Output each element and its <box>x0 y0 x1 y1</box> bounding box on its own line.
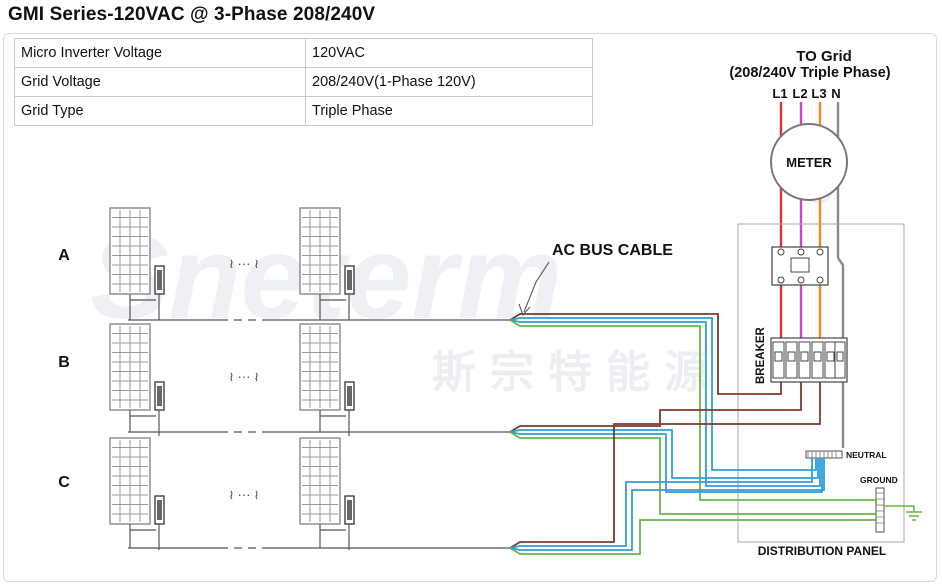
spec-label: Micro Inverter Voltage <box>14 38 306 68</box>
spec-value: Triple Phase <box>305 96 593 126</box>
bus-wire <box>509 547 600 555</box>
trunk-a-l1 <box>690 313 782 395</box>
row-ellipsis: ≀ ··· ≀ <box>229 487 259 502</box>
solar-array <box>109 207 355 550</box>
bus-wire <box>509 319 690 323</box>
trunk-c-l3 <box>600 382 821 543</box>
trunk-c-neutral-2 <box>600 458 825 551</box>
ac-bus-runs <box>128 319 510 549</box>
ground-bar-ticks <box>876 492 884 524</box>
bus-wire <box>509 313 690 321</box>
neutral-drop <box>837 257 845 448</box>
spec-label: Grid Type <box>14 96 306 126</box>
distribution-label: DISTRIBUTION PANEL <box>758 544 886 558</box>
trunk-c-neutral <box>600 458 813 547</box>
solar-panel <box>109 437 165 550</box>
trunk-a-neutral <box>690 317 817 471</box>
trunk-b-ground <box>640 437 877 515</box>
breaker-label: BREAKER <box>755 326 767 384</box>
bus-wire <box>509 319 690 327</box>
grid-line-label: L2 <box>792 86 807 101</box>
grid-line-label: L1 <box>772 86 787 101</box>
trunk-b-l2 <box>640 382 802 427</box>
spec-value: 120VAC <box>305 38 593 68</box>
trunk-a-ground <box>690 325 877 506</box>
main-switch-terminals <box>777 248 824 284</box>
bus-wire <box>509 317 690 321</box>
bus-wire <box>509 545 600 549</box>
diagram-frame <box>3 33 937 582</box>
bus-cable-pointer <box>523 261 550 313</box>
watermark-chinese: 斯宗特能源 <box>432 347 722 397</box>
diagram-title: GMI Series-120VAC @ 3-Phase 208/240V <box>8 4 376 25</box>
trunk-b-neutral <box>640 429 819 479</box>
ground-symbol <box>884 505 922 521</box>
main-switch-handle <box>790 257 810 273</box>
distribution-panel <box>737 223 905 543</box>
bus-wiring <box>509 313 877 555</box>
row-label: C <box>58 474 70 491</box>
breaker <box>770 337 848 383</box>
row-label: B <box>58 354 70 371</box>
bus-wire <box>509 431 640 435</box>
ground-bar <box>875 487 885 533</box>
ground-label: GROUND <box>860 475 898 485</box>
row-label: A <box>58 247 70 264</box>
trunk-a-neutral-2 <box>690 321 821 487</box>
bus-wire <box>509 425 640 433</box>
bus-cable-label: AC BUS CABLE <box>552 242 673 259</box>
row-ellipsis: ≀ ··· ≀ <box>229 369 259 384</box>
trunk-b-neutral-2 <box>640 433 823 493</box>
neutral-label: NEUTRAL <box>846 450 887 460</box>
bus-wire <box>509 429 640 433</box>
bus-wire <box>509 547 600 551</box>
meter <box>770 123 848 201</box>
grid-subtitle: (208/240V Triple Phase) <box>729 65 890 81</box>
meter-label: METER <box>786 155 832 170</box>
spec-label: Grid Voltage <box>14 67 306 97</box>
bus-wire <box>509 431 640 439</box>
grid-title: TO Grid <box>796 48 852 65</box>
solar-panel <box>299 437 355 550</box>
row-ellipsis: ≀ ··· ≀ <box>229 256 259 271</box>
grid-line-label: L3 <box>811 86 826 101</box>
neutral-bar-ticks <box>807 451 837 458</box>
solar-panel <box>299 207 355 320</box>
grid-line-label: N <box>831 86 840 101</box>
bus-cable-arrowhead <box>518 303 531 317</box>
bus-wire <box>509 541 600 549</box>
trunk-c-ground <box>600 518 877 555</box>
